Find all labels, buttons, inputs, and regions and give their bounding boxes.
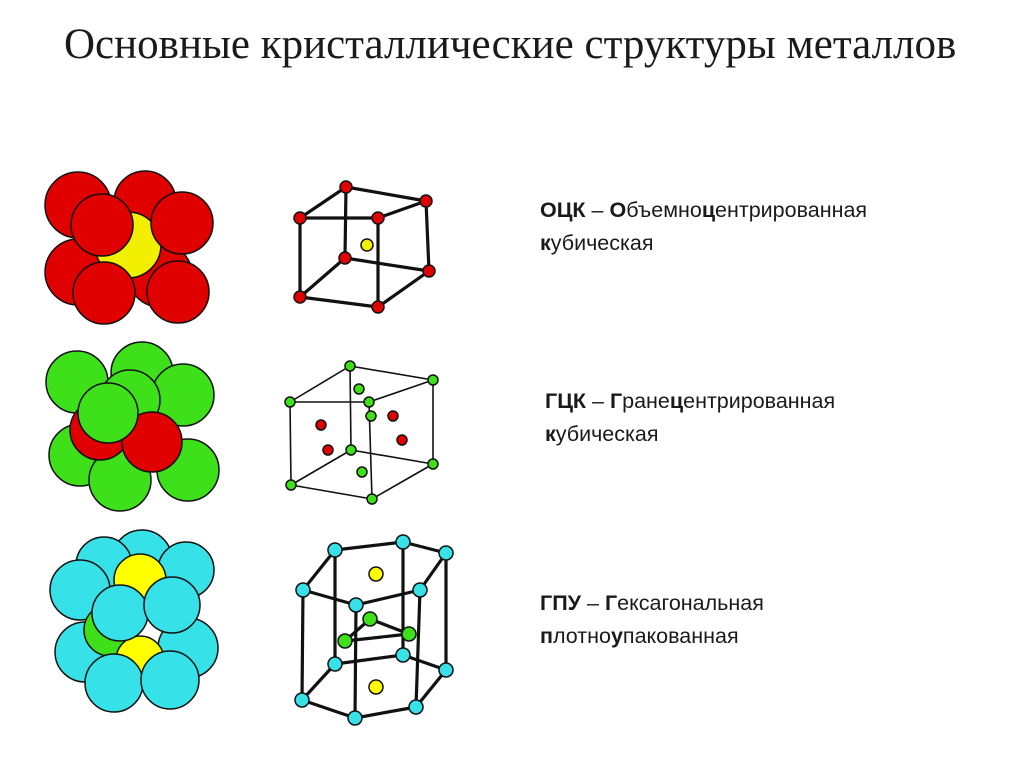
fcc-packing-model bbox=[45, 341, 220, 512]
hcp-caption-line2: плотноупакованная bbox=[540, 624, 739, 648]
bcc-caption-line1: ОЦК – Объемноцентрированная bbox=[540, 198, 868, 222]
slide-title: Основные кристаллические структуры метал… bbox=[64, 21, 957, 68]
bcc-unit-cell bbox=[293, 180, 436, 314]
bcc-packing-model bbox=[44, 170, 214, 325]
fcc-caption-line1: ГЦК – Гранецентрированная bbox=[545, 389, 836, 413]
hcp-unit-cell bbox=[294, 534, 454, 726]
hcp-caption: ГПУ – Гексагональная плотноупакованная bbox=[540, 587, 960, 653]
bcc-caption-line2: кубическая bbox=[540, 231, 654, 255]
hcp-packing-model bbox=[49, 529, 219, 713]
bcc-caption: ОЦК – Объемноцентрированная кубическая bbox=[540, 194, 960, 260]
fcc-caption: ГЦК – Гранецентрированная кубическая bbox=[545, 385, 965, 451]
fcc-unit-cell bbox=[284, 360, 439, 505]
hcp-caption-line1: ГПУ – Гексагональная bbox=[540, 591, 764, 615]
fcc-caption-line2: кубическая bbox=[545, 422, 659, 446]
